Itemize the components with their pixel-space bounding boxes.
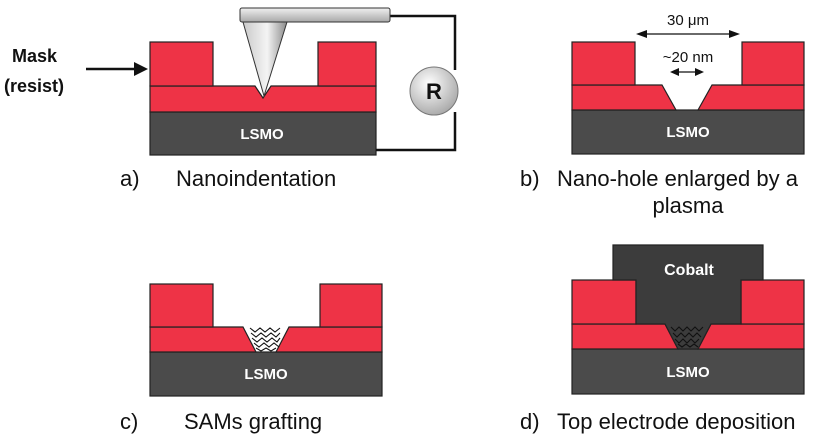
afm-cantilever <box>239 7 391 23</box>
caption-a: Nanoindentation <box>176 166 336 191</box>
resist-block-right <box>741 41 805 86</box>
panel-d: Cobalt LSMO d) Top electrode deposition <box>520 244 805 434</box>
dim-30um-arrow-left <box>636 30 647 38</box>
dim-20nm-label: ~20 nm <box>663 49 713 66</box>
caption-c: SAMs grafting <box>184 409 322 434</box>
afm-tip <box>242 21 288 98</box>
mask-label-line1: Mask <box>12 46 58 66</box>
circuit-wire-bottom <box>376 112 457 152</box>
cobalt-electrode <box>612 244 764 350</box>
lsmo-label-a: LSMO <box>240 126 284 143</box>
caption-letter-d: d) <box>520 409 540 434</box>
lsmo-substrate <box>149 351 383 397</box>
lsmo-substrate <box>571 109 805 155</box>
resist-bottom-right <box>696 84 805 111</box>
resist-bottom-left <box>149 326 257 353</box>
caption-d: Top electrode deposition <box>557 409 796 434</box>
mask-label-line2: (resist) <box>4 76 64 96</box>
resist-bottom-right <box>697 323 805 350</box>
lsmo-label-d: LSMO <box>666 364 710 381</box>
caption-letter-b: b) <box>520 166 540 191</box>
resist-block-left <box>149 41 214 87</box>
panel-a: R Mask (resist) LSMO a) Nanoindentation <box>4 7 459 191</box>
caption-b-line1: Nano-hole enlarged by a <box>557 166 799 191</box>
cobalt-label: Cobalt <box>664 262 714 279</box>
dim-30um-label: 30 μm <box>667 12 709 29</box>
dim-20nm-arrow-right <box>695 68 704 76</box>
lsmo-label-b: LSMO <box>666 124 710 141</box>
resist-block-left <box>571 41 636 86</box>
mask-arrow-head <box>134 62 148 76</box>
resist-bottom-left <box>571 84 678 111</box>
caption-b-line2: plasma <box>653 193 725 218</box>
lsmo-substrate <box>149 111 377 156</box>
resist-block-right <box>740 279 805 325</box>
lsmo-label-c: LSMO <box>244 366 288 383</box>
caption-letter-a: a) <box>120 166 140 191</box>
panel-c: LSMO c) SAMs grafting <box>120 283 383 434</box>
dim-20nm-arrow-left <box>670 68 679 76</box>
resist-block-left <box>571 279 637 325</box>
resist-block-right <box>317 41 377 87</box>
resist-bottom-left <box>571 323 679 350</box>
dim-30um-arrow-right <box>729 30 740 38</box>
panel-b: 30 μm ~20 nm LSMO b) Nano-hole enlarged … <box>520 12 805 218</box>
resist-block-left <box>149 283 214 328</box>
circuit-wire-top <box>390 14 457 70</box>
lsmo-substrate <box>571 348 805 395</box>
caption-letter-c: c) <box>120 409 138 434</box>
sam-molecules-icon <box>670 326 704 348</box>
resistance-meter-icon <box>409 66 459 116</box>
sam-molecules-icon <box>249 327 281 352</box>
resist-block-right <box>319 283 383 328</box>
meter-label: R <box>426 79 442 104</box>
resist-bottom-right <box>275 326 383 353</box>
